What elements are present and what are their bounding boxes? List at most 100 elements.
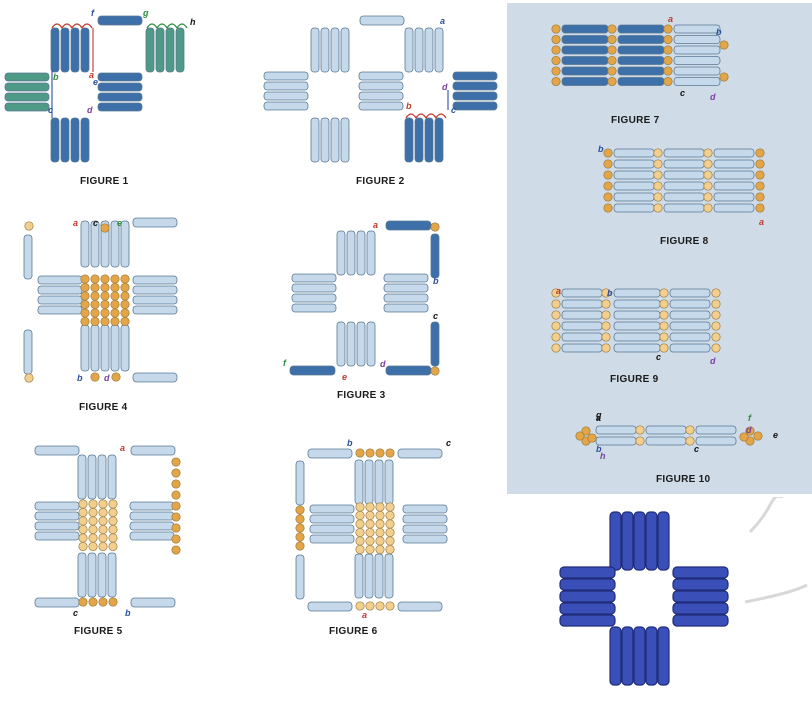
step-label: d xyxy=(710,92,716,102)
tube-bead xyxy=(4,72,50,82)
tube-bead xyxy=(34,531,80,541)
seed-bead xyxy=(711,310,721,320)
tube-bead xyxy=(356,321,366,367)
blue-tube-bead xyxy=(657,626,670,686)
seed-bead xyxy=(385,536,395,546)
step-label: h xyxy=(190,17,196,27)
seed-bead xyxy=(663,55,673,66)
tube-bead xyxy=(90,220,100,268)
seed-bead xyxy=(108,499,118,509)
seed-bead xyxy=(685,425,695,435)
seed-bead xyxy=(663,66,673,76)
step-label: d xyxy=(87,105,93,115)
thread-loop xyxy=(81,23,93,29)
seed-bead xyxy=(80,308,90,318)
seed-bead xyxy=(24,221,34,231)
seed-bead xyxy=(551,24,561,34)
seed-bead xyxy=(108,533,118,543)
seed-bead xyxy=(365,601,375,611)
seed-bead xyxy=(375,448,385,458)
seed-bead xyxy=(635,436,645,446)
thread-loop xyxy=(435,113,447,119)
seed-bead xyxy=(80,316,90,327)
tube-bead xyxy=(452,81,498,91)
tube-bead xyxy=(561,299,603,309)
tube-bead xyxy=(107,454,117,500)
seed-bead xyxy=(375,502,385,512)
tube-bead xyxy=(617,24,665,34)
seed-bead xyxy=(551,76,561,87)
tube-bead xyxy=(129,501,175,511)
seed-bead xyxy=(603,203,613,213)
tube-bead xyxy=(80,27,90,73)
tube-bead xyxy=(100,220,110,268)
tube-bead xyxy=(34,445,80,456)
tube-bead xyxy=(34,501,80,511)
blue-tube-bead xyxy=(657,511,670,571)
tube-bead xyxy=(561,310,603,320)
tube-bead xyxy=(4,82,50,92)
seed-bead xyxy=(607,66,617,76)
seed-bead xyxy=(295,541,305,551)
figure-3-caption: FIGURE 3 xyxy=(337,390,386,401)
tube-bead xyxy=(165,27,175,73)
tube-bead xyxy=(713,203,755,213)
blue-tube-bead xyxy=(559,602,616,615)
seed-bead xyxy=(295,505,305,515)
tube-bead xyxy=(561,332,603,342)
seed-bead xyxy=(171,490,181,500)
seed-bead xyxy=(607,24,617,34)
blue-tube-bead xyxy=(672,602,729,615)
seed-bead xyxy=(581,426,591,436)
step-label: a xyxy=(73,218,78,228)
figure-9-caption: FIGURE 9 xyxy=(610,374,659,385)
step-label: b xyxy=(716,27,722,37)
figure-7-caption: FIGURE 7 xyxy=(611,115,660,126)
tube-bead xyxy=(385,220,432,231)
seed-bead xyxy=(90,372,100,382)
tube-bead xyxy=(291,303,337,313)
seed-bead xyxy=(365,448,375,458)
seed-bead xyxy=(355,510,365,521)
tube-bead xyxy=(402,504,448,514)
figure-4-caption: FIGURE 4 xyxy=(79,402,128,413)
seed-bead xyxy=(685,436,695,446)
tube-bead xyxy=(713,170,755,180)
seed-bead xyxy=(108,541,118,552)
seed-bead xyxy=(659,310,669,320)
tube-bead xyxy=(23,329,33,375)
tube-bead xyxy=(307,601,353,612)
tube-bead xyxy=(397,601,443,612)
seed-bead xyxy=(90,299,100,310)
tube-bead xyxy=(70,27,80,73)
seed-bead xyxy=(385,601,395,611)
tube-bead xyxy=(452,101,498,111)
step-label: a xyxy=(668,14,673,24)
tube-bead xyxy=(613,299,661,309)
tube-bead xyxy=(34,511,80,521)
seed-bead xyxy=(355,527,365,538)
tube-bead xyxy=(673,45,721,55)
tube-bead xyxy=(77,454,87,500)
step-label: b xyxy=(77,373,83,383)
seed-bead xyxy=(663,34,673,45)
step-label: h xyxy=(600,451,606,461)
step-label: a xyxy=(373,220,378,230)
blue-tube-bead xyxy=(645,626,658,686)
seed-bead xyxy=(635,425,645,435)
tube-bead xyxy=(713,181,755,191)
tube-bead xyxy=(663,148,705,158)
tube-bead xyxy=(613,288,661,298)
tube-bead xyxy=(452,71,498,81)
tube-bead xyxy=(295,460,305,506)
blue-tube-bead xyxy=(672,614,729,627)
tube-bead xyxy=(87,454,97,500)
tube-bead xyxy=(617,66,665,76)
tube-bead xyxy=(669,299,711,309)
seed-bead xyxy=(78,541,88,552)
seed-bead xyxy=(711,288,721,298)
step-label: c xyxy=(656,352,661,362)
tube-bead xyxy=(613,203,655,213)
